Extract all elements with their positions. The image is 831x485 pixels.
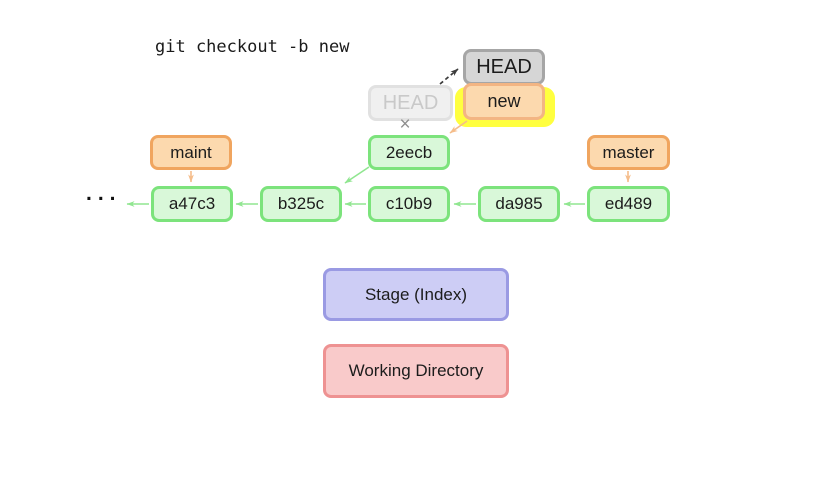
removed-link-cross-mark: × xyxy=(399,114,411,135)
commit-da985-box: da985 xyxy=(478,186,560,222)
command-title: git checkout -b new xyxy=(155,37,350,57)
arrow-2eecb-to-b325c xyxy=(344,166,370,184)
commit-c10b9-box: c10b9 xyxy=(368,186,450,222)
commit-b325c-box: b325c xyxy=(260,186,342,222)
branch-master-box: master xyxy=(587,135,670,170)
branch-new-box: new xyxy=(463,83,545,120)
history-ellipsis: ... xyxy=(86,182,122,205)
stage-index-box: Stage (Index) xyxy=(323,268,509,321)
commit-2eecb-box: 2eecb xyxy=(368,135,450,170)
head-pointer-box: HEAD xyxy=(463,49,545,85)
commit-a47c3-box: a47c3 xyxy=(151,186,233,222)
commit-ed489-box: ed489 xyxy=(587,186,670,222)
arrow-oldhead-to-head-dashed xyxy=(439,68,459,85)
branch-maint-box: maint xyxy=(150,135,232,170)
old-head-pointer-box: HEAD xyxy=(368,85,453,121)
working-directory-box: Working Directory xyxy=(323,344,509,398)
